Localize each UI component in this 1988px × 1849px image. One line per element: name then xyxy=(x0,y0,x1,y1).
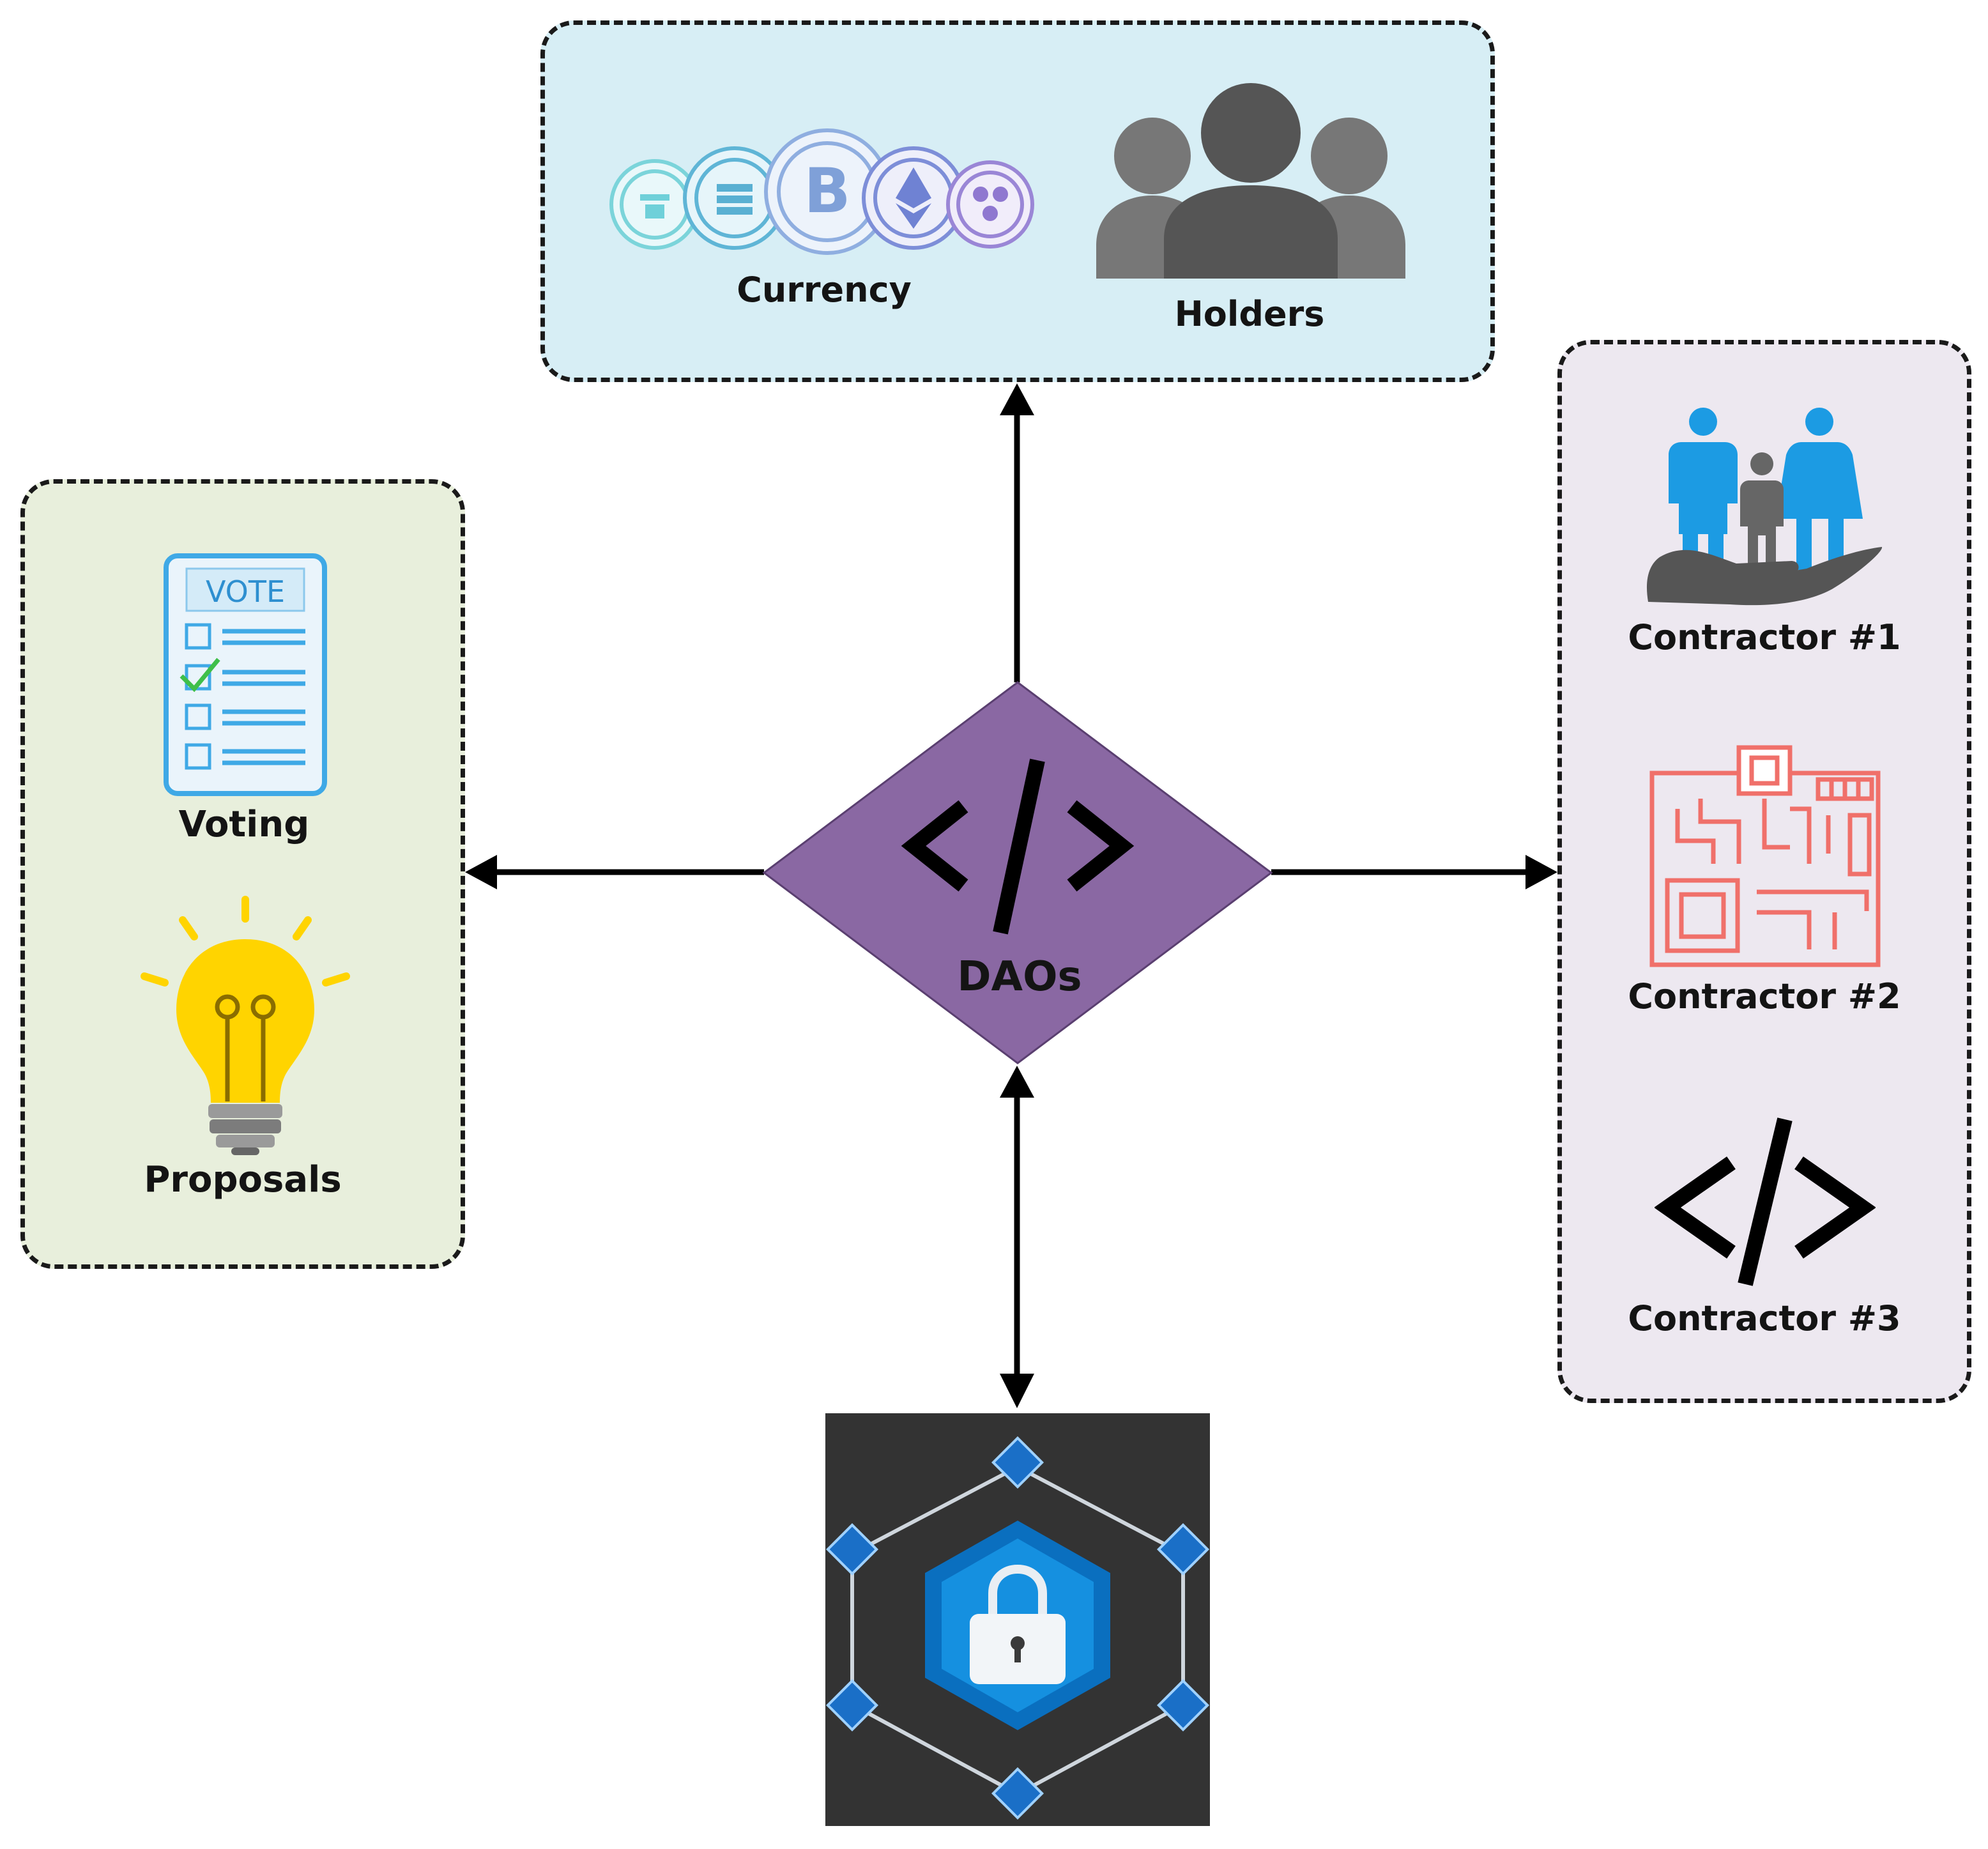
crypto-coins-icon: B xyxy=(609,128,1034,255)
family-in-hand-icon xyxy=(1646,408,1883,606)
contractor-2-label: Contractor #2 xyxy=(1628,976,1901,1017)
contractor-3-label: Contractor #3 xyxy=(1628,1298,1901,1339)
people-group-icon xyxy=(1096,83,1405,279)
code-brackets-icon xyxy=(1655,1117,1876,1286)
dao-hub xyxy=(762,681,1273,1064)
holders-label: Holders xyxy=(1174,294,1325,334)
lightbulb-icon xyxy=(141,896,350,1155)
svg-text:VOTE: VOTE xyxy=(206,574,285,609)
ballot-checklist-icon: VOTE xyxy=(164,553,327,796)
circuit-board-icon xyxy=(1649,745,1881,967)
hub-code-icon xyxy=(901,758,1135,935)
currency-label: Currency xyxy=(737,270,912,310)
contractor-1-label: Contractor #1 xyxy=(1628,617,1901,657)
voting-label: Voting xyxy=(178,804,310,845)
proposals-label: Proposals xyxy=(144,1159,342,1201)
hub-label: DAOs xyxy=(957,953,1082,1001)
blockchain-lock-icon xyxy=(825,1413,1210,1826)
svg-text:B: B xyxy=(804,155,850,227)
